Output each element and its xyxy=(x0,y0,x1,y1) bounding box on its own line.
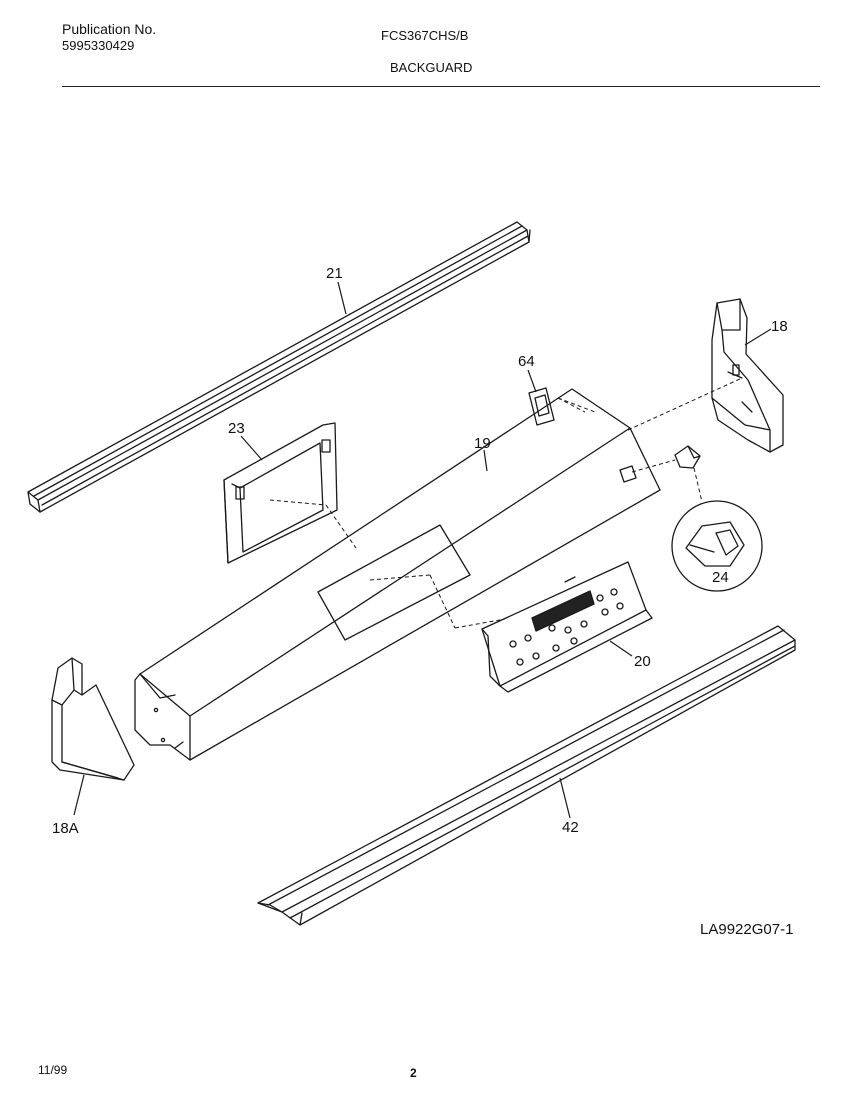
part-20-control-board xyxy=(481,561,653,693)
part-64-label xyxy=(528,387,555,426)
callout-24: 24 xyxy=(712,569,729,586)
publication-label: Publication No. xyxy=(62,21,157,37)
section-title: BACKGUARD xyxy=(390,60,473,75)
drawing-id: LA9922G07-1 xyxy=(700,921,794,938)
part-18-right-bracket xyxy=(711,298,784,453)
part-42-bottom-trim xyxy=(257,625,796,926)
part-18a-left-bracket xyxy=(51,657,135,781)
callout-19: 19 xyxy=(474,435,491,452)
callout-23: 23 xyxy=(228,420,245,437)
header-rule xyxy=(62,86,820,87)
publication-number: 5995330429 xyxy=(62,38,135,53)
page-number: 2 xyxy=(410,1066,417,1080)
part-21-top-trim xyxy=(27,221,531,513)
model-number: FCS367CHS/B xyxy=(381,28,469,43)
callout-42: 42 xyxy=(562,819,579,836)
callout-18: 18 xyxy=(771,318,788,335)
callout-20: 20 xyxy=(634,653,651,670)
footer-date: 11/99 xyxy=(38,1063,68,1077)
part-19-backguard-panel xyxy=(134,388,661,761)
part-23-window-frame xyxy=(223,422,338,564)
callout-21: 21 xyxy=(326,265,343,282)
part-24-knob xyxy=(671,445,763,592)
callout-64: 64 xyxy=(518,353,535,370)
callout-18a: 18A xyxy=(52,820,79,837)
